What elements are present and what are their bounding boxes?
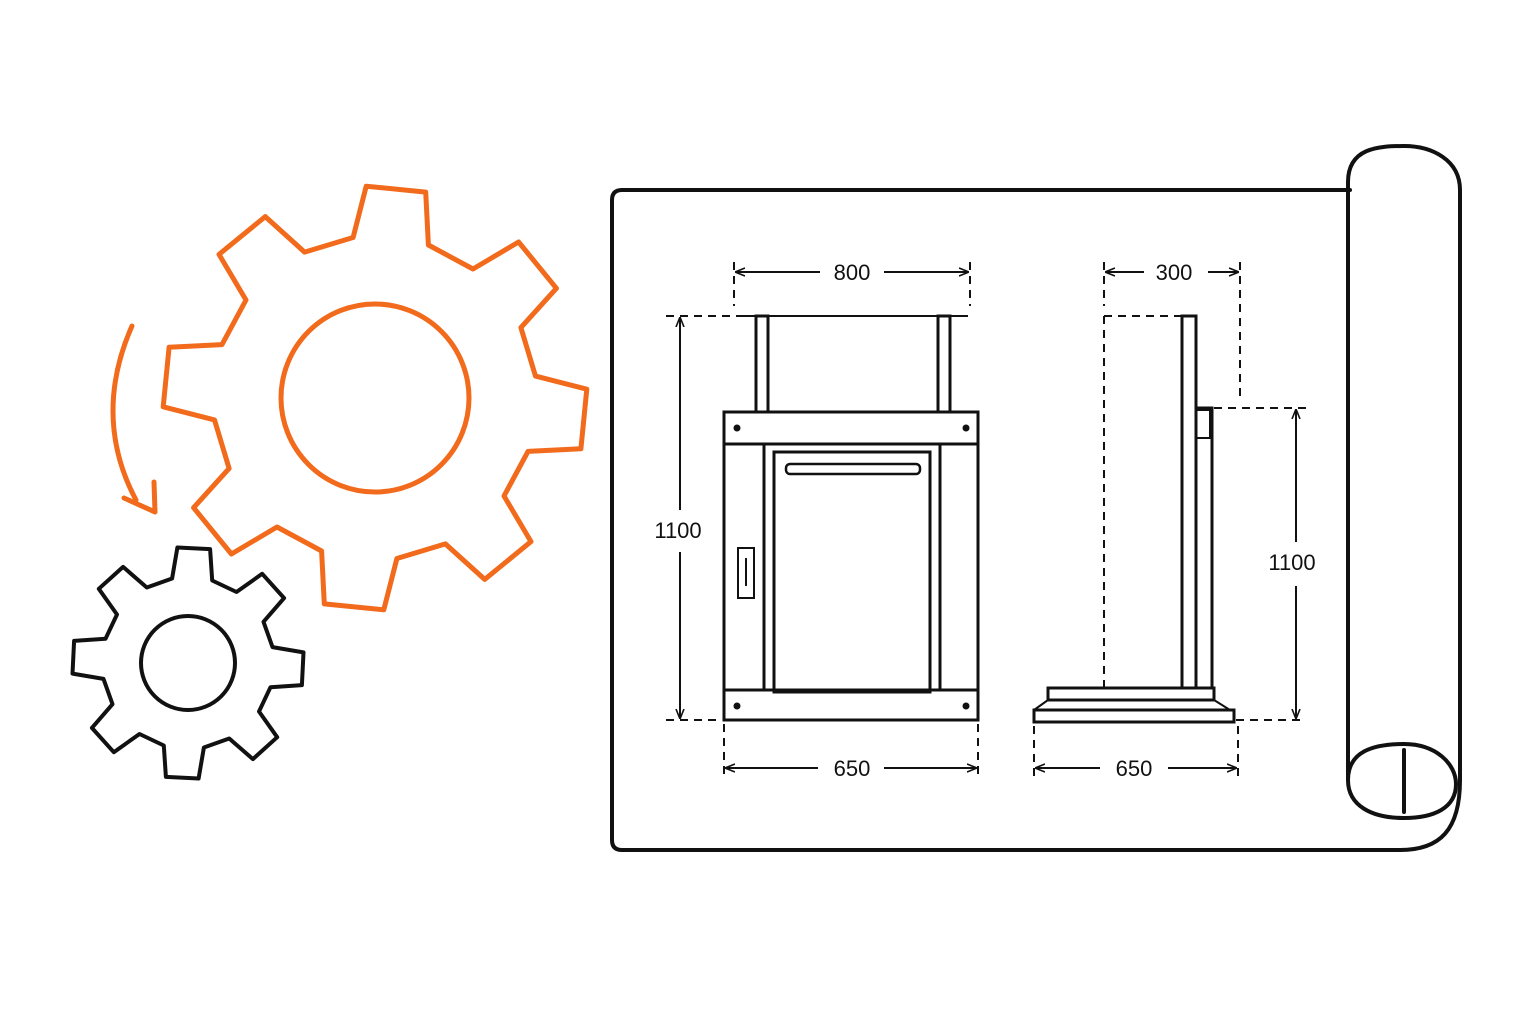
small-gear-icon: [70, 545, 306, 781]
rotation-arrow-icon: [110, 323, 158, 515]
front-view-dimensions: [666, 262, 979, 778]
side-height-label: 1100: [1268, 550, 1315, 575]
front-view-drawing: [722, 314, 980, 722]
large-gear-icon: [160, 183, 590, 613]
side-depth-bottom-label: 650: [1116, 756, 1153, 781]
side-view-drawing: [1032, 314, 1236, 724]
side-depth-top-label: 300: [1156, 260, 1193, 285]
front-width-top-label: 800: [834, 260, 871, 285]
front-width-bottom-label: 650: [834, 756, 871, 781]
side-view-dimensions: [1033, 262, 1306, 778]
front-height-label: 1100: [654, 518, 701, 543]
blueprint-sheet-icon: [610, 144, 1462, 852]
